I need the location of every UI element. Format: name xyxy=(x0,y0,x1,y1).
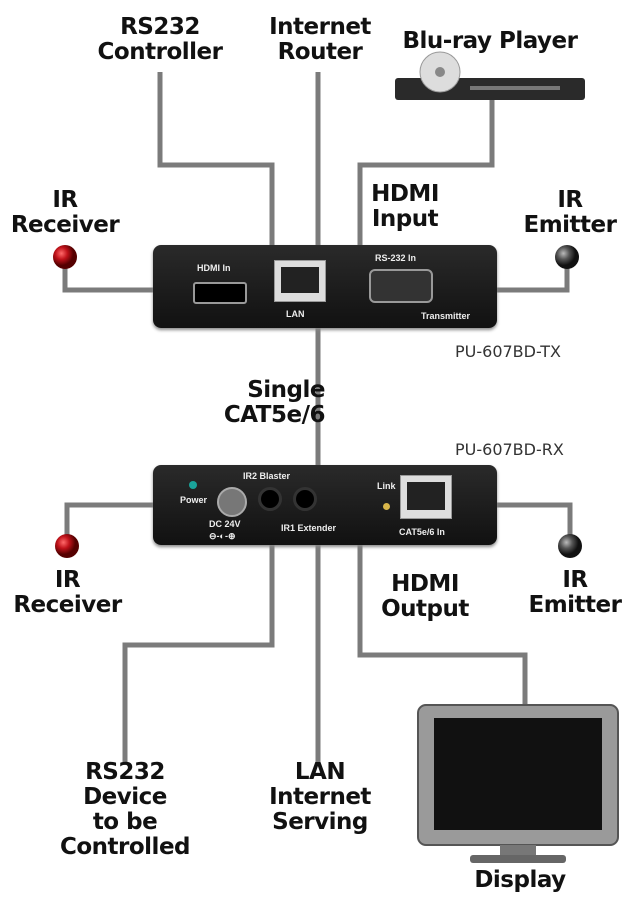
rx-ir1-label: IR1 Extender xyxy=(281,523,337,533)
transmitter-device: HDMI In LAN RS-232 In Transmitter xyxy=(153,245,497,328)
ir-emitter-rx-line xyxy=(492,502,573,540)
rs232-device-line xyxy=(122,545,275,765)
rx-power-label: Power xyxy=(180,495,208,505)
rs232-controller-line xyxy=(157,72,275,250)
ir2-jack-icon xyxy=(258,487,282,511)
label-bluray-player: Blu-ray Player xyxy=(402,28,578,54)
ir-emitter-tx-icon xyxy=(555,245,579,269)
ir-receiver-rx-line xyxy=(64,502,158,540)
label-rs232-device: RS232 Device to be Controlled xyxy=(59,759,191,860)
label-ir-receiver-rx: IR Receiver xyxy=(13,567,122,618)
ir-receiver-rx-icon xyxy=(55,534,79,558)
ir-emitter-rx-icon xyxy=(558,534,582,558)
tx-model: PU-607BD-TX xyxy=(455,342,562,361)
tx-lan-label: LAN xyxy=(286,309,305,319)
ir-emitter-tx-line xyxy=(492,265,570,293)
rx-cat-in-label: CAT5e/6 In xyxy=(399,527,445,537)
tx-transmitter-label: Transmitter xyxy=(421,311,471,321)
bluray-player-icon xyxy=(395,51,585,100)
power-led-icon xyxy=(189,481,197,489)
label-ir-emitter-tx: IR Emitter xyxy=(523,187,618,238)
tx-rs232-label: RS-232 In xyxy=(375,253,417,263)
dc-jack-icon xyxy=(217,487,247,517)
label-display: Display xyxy=(474,867,566,893)
rx-ir2-label: IR2 Blaster xyxy=(243,471,291,481)
cat-port-icon xyxy=(400,475,452,519)
label-rs232-controller: RS232 Controller xyxy=(97,14,223,65)
link-led-icon xyxy=(383,503,390,510)
lan-port-icon xyxy=(274,260,326,302)
rx-model: PU-607BD-RX xyxy=(455,440,564,459)
label-lan-internet: LAN Internet Serving xyxy=(269,759,371,835)
ir-receiver-tx-icon xyxy=(53,245,77,269)
rx-link-label: Link xyxy=(377,481,396,491)
tx-hdmi-in-label: HDMI In xyxy=(197,263,231,273)
label-internet-router: Internet Router xyxy=(269,14,371,65)
ir1-jack-icon xyxy=(293,487,317,511)
label-hdmi-input: HDMI Input xyxy=(371,181,439,232)
bluray-line xyxy=(357,100,495,250)
label-ir-emitter-rx: IR Emitter xyxy=(528,567,623,618)
receiver-device: Power DC 24V ⊖-◐-⊕ IR2 Blaster IR1 Exten… xyxy=(153,465,497,545)
label-single-cat: Single CAT5e/6 xyxy=(223,377,326,428)
hdmi-output-line xyxy=(357,545,528,705)
label-hdmi-output: HDMI Output xyxy=(381,571,469,622)
rx-dc-label: DC 24V xyxy=(209,519,241,529)
hdmi-port-icon xyxy=(193,282,247,304)
label-ir-receiver-tx: IR Receiver xyxy=(10,187,120,238)
ir-receiver-tx-line xyxy=(62,265,158,293)
rs232-port-icon xyxy=(369,269,433,303)
display-icon xyxy=(417,704,619,863)
rx-polarity-label: ⊖-◐-⊕ xyxy=(209,531,236,541)
